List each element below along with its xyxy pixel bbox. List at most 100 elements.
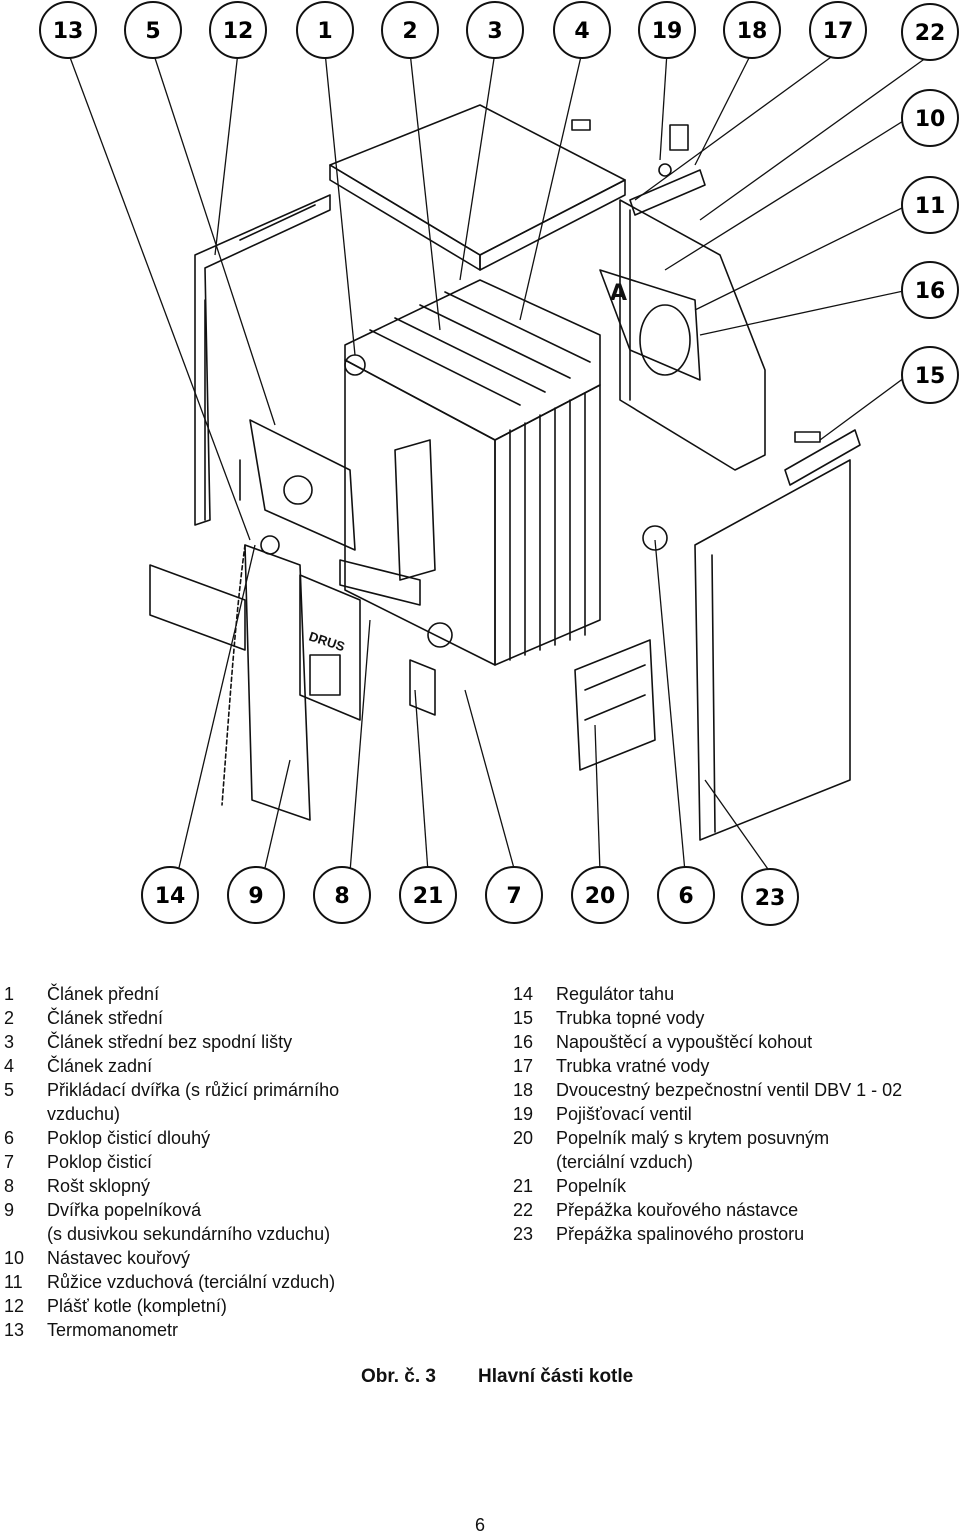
callout-circle: 1 <box>296 1 354 59</box>
callout-ring <box>485 866 543 924</box>
page-number: 6 <box>474 1515 485 1535</box>
casing-right-panel <box>694 459 851 841</box>
legend-item-text: Přepážka spalinového prostoru <box>556 1224 805 1244</box>
legend-item-text: Trubka vratné vody <box>556 1056 710 1076</box>
callout-circle: 2 <box>381 1 439 59</box>
callout-circle: 8 <box>313 866 371 924</box>
callout-circle: 6 <box>657 866 715 924</box>
callout-number: 9 <box>248 884 263 909</box>
legend-item-text: Pojišťovací ventil <box>556 1104 692 1124</box>
legend-item-text: Nástavec kouřový <box>47 1248 191 1268</box>
legend-item-number: 20 <box>513 1128 534 1148</box>
legend-item-text: Poklop čisticí <box>47 1152 153 1172</box>
legend-item-number: 9 <box>4 1200 15 1220</box>
callout-circle: 10 <box>901 89 959 147</box>
callout-circle: 13 <box>39 1 97 59</box>
callout-circle: 18 <box>723 1 781 59</box>
callout-circle: 5 <box>124 1 182 59</box>
callout-ring <box>399 866 457 924</box>
legend-item-text: Přikládací dvířka (s růžicí primárního v… <box>47 1080 340 1124</box>
callout-ring <box>313 866 371 924</box>
legend-item-text: Článek střední <box>47 1008 164 1028</box>
legend-item: 8 Rošt sklopný <box>4 1174 474 1198</box>
callout-ring <box>553 1 611 59</box>
callout-circle: 21 <box>399 866 457 924</box>
callout-circle: 4 <box>553 1 611 59</box>
legend-item-text: Dvoucestný bezpečnostní ventil DBV 1 - 0… <box>556 1080 903 1100</box>
legend-item-text: Plášť kotle (kompletní) <box>47 1296 227 1316</box>
hatch-marker-label: A <box>610 281 627 306</box>
callout-circle: 7 <box>485 866 543 924</box>
legend-item-number: 3 <box>4 1032 15 1052</box>
callout-number: 23 <box>755 886 786 911</box>
figure-title: Hlavní části kotle <box>478 1366 634 1387</box>
legend-item-number: 8 <box>4 1176 15 1196</box>
callout-ring <box>901 89 959 147</box>
callout-number: 14 <box>155 884 186 909</box>
legend-item-number: 13 <box>4 1320 25 1340</box>
legend-item: 9 Dvířka popelníková (s dusivkou sekundár… <box>4 1198 474 1246</box>
callout-number: 13 <box>53 19 84 44</box>
legend-item-number: 12 <box>4 1296 25 1316</box>
callout-ring <box>901 176 959 234</box>
callout-ring <box>466 1 524 59</box>
valve-assembly <box>629 124 706 216</box>
callout-number: 18 <box>737 19 768 44</box>
callout-ring <box>571 866 629 924</box>
callout-number: 22 <box>915 21 946 46</box>
callout-number: 6 <box>678 884 693 909</box>
leader-lines <box>67 51 931 873</box>
legend-item-number: 1 <box>4 984 15 1004</box>
legend-item-number: 11 <box>4 1272 23 1292</box>
callout-number: 7 <box>506 884 521 909</box>
callout-ring <box>296 1 354 59</box>
callout-ring <box>901 261 959 319</box>
legend-item-number: 4 <box>4 1056 15 1076</box>
flue-outlet: A <box>599 269 701 381</box>
callout-number: 12 <box>223 19 254 44</box>
legend-item-text: Dvířka popelníková (s dusivkou sekundárn… <box>47 1200 331 1244</box>
legend-item-number: 7 <box>4 1152 15 1172</box>
callout-ring <box>227 866 285 924</box>
callout-number: 10 <box>915 107 946 132</box>
legend-item-number: 22 <box>513 1200 534 1220</box>
callout-circle: 16 <box>901 261 959 319</box>
callout-circle: 11 <box>901 176 959 234</box>
callout-number: 3 <box>487 19 502 44</box>
casing-back-panel <box>619 199 766 471</box>
callout-number: 11 <box>915 194 946 219</box>
front-cover-plate <box>149 564 246 651</box>
legend-item-text: Článek zadní <box>47 1056 153 1076</box>
legend-item-text: Popelník malý s krytem posuvným (terciál… <box>556 1128 830 1172</box>
callout-number: 16 <box>915 279 946 304</box>
callout-ring <box>381 1 439 59</box>
legend-item-text: Regulátor tahu <box>556 984 675 1004</box>
callout-ring <box>723 1 781 59</box>
callout-circle: 17 <box>809 1 867 59</box>
callout-number: 1 <box>317 19 332 44</box>
callout-number: 8 <box>334 884 349 909</box>
draft-regulator-chain <box>221 544 246 806</box>
figure-label: Obr. č. 3 <box>361 1366 436 1387</box>
callout-ring <box>209 1 267 59</box>
legend-item-text: Rošt sklopný <box>47 1176 151 1196</box>
callout-circle: 15 <box>901 346 959 404</box>
callout-circle: 22 <box>901 3 959 61</box>
callout-number: 19 <box>652 19 683 44</box>
